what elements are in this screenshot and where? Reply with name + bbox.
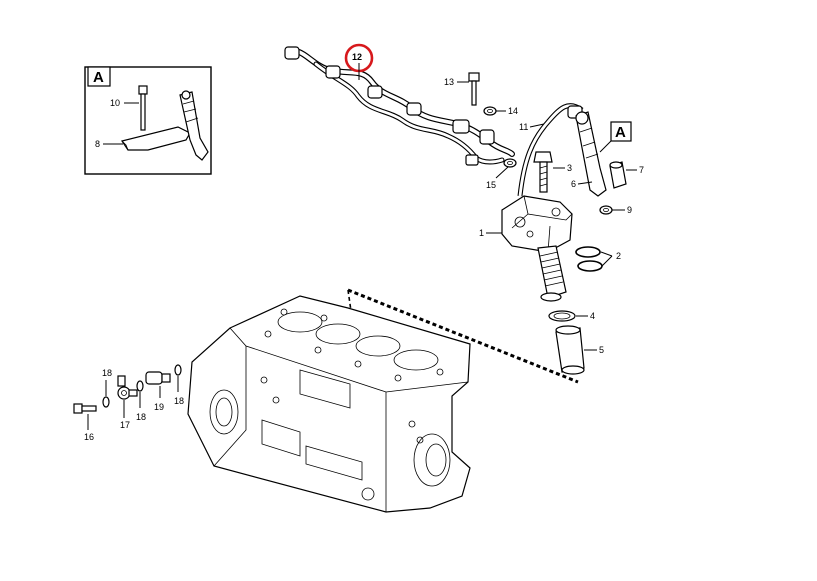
shim-4 [548, 310, 576, 322]
label-5: 5 [599, 345, 604, 355]
washer-18a [102, 396, 110, 408]
fuel-pipe-12 [284, 46, 515, 166]
label-10: 10 [110, 98, 120, 108]
bolt-10 [138, 85, 148, 131]
injector-6 [575, 111, 607, 197]
label-2: 2 [616, 251, 621, 261]
injector-inset [179, 90, 209, 161]
label-6: 6 [571, 179, 576, 189]
label-15: 15 [486, 180, 496, 190]
unit-pump-1 [501, 195, 573, 302]
washer-14 [483, 106, 497, 116]
bolt-3 [533, 151, 553, 193]
label-8: 8 [95, 139, 100, 149]
tappet-5 [555, 325, 585, 375]
label-11: 11 [519, 122, 528, 132]
washer-18c [174, 364, 182, 376]
label-17: 17 [120, 420, 130, 430]
label-19: 19 [154, 402, 164, 412]
label-18b: 18 [136, 412, 146, 422]
o-rings-2 [575, 246, 603, 272]
label-4: 4 [590, 311, 595, 321]
label-1: 1 [479, 228, 484, 238]
label-13: 13 [444, 77, 454, 87]
sleeve-7 [609, 161, 627, 189]
label-12: 12 [352, 52, 362, 62]
inset-letter: A [93, 69, 104, 86]
label-9: 9 [627, 205, 632, 215]
washer-15 [503, 158, 517, 168]
banjo-17 [117, 375, 138, 400]
callout-a-box: A [599, 121, 632, 153]
adapter-19 [145, 371, 171, 385]
label-3: 3 [567, 163, 572, 173]
bolt-16 [73, 403, 97, 414]
washer-18b [136, 380, 144, 392]
detail-inset-a: A 10 8 [84, 66, 212, 175]
seal-9 [599, 205, 613, 215]
label-18c: 18 [174, 396, 184, 406]
pump-letter: A [615, 124, 626, 141]
engine-block [187, 295, 471, 513]
clamp-bracket [121, 126, 191, 151]
label-16: 16 [84, 432, 94, 442]
callout-12-highlight: 12 [344, 43, 374, 80]
bolt-13 [468, 72, 480, 106]
label-18a: 18 [102, 368, 112, 378]
label-14: 14 [508, 106, 518, 116]
label-7: 7 [639, 165, 644, 175]
